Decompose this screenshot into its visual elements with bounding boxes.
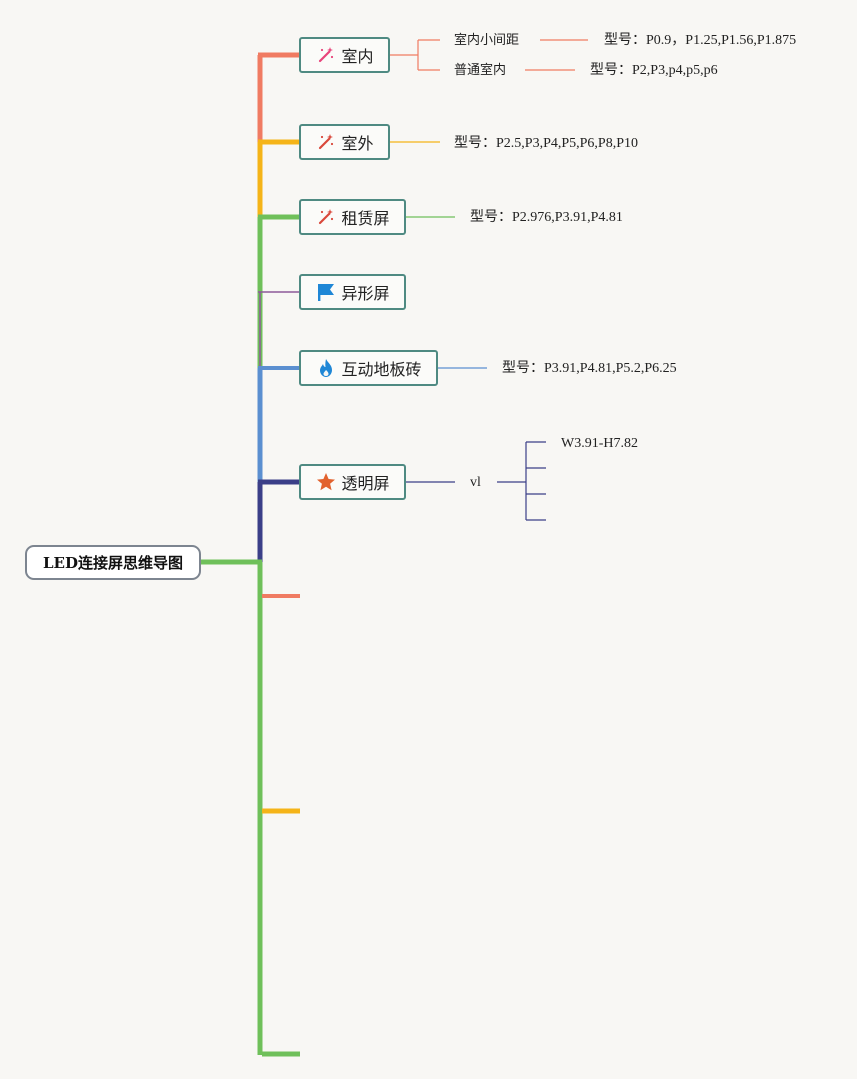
- branch-node-interactive-floor[interactable]: 互动地板砖: [299, 350, 438, 386]
- indoor-child-regular: 普通室内: [454, 63, 507, 78]
- root-label: LED连接屏思维导图: [43, 554, 183, 572]
- branch-node-outdoor[interactable]: 室外: [299, 124, 390, 160]
- indoor-regular-models: 型号：P2,P3,p4,p5,p6: [590, 63, 718, 78]
- transparent-item-1: W3.91-H7.82: [561, 436, 638, 451]
- branch-label-shaped: 异形屏: [341, 284, 390, 303]
- branch-label-outdoor: 室外: [341, 134, 374, 153]
- branch-label-indoor: 室内: [341, 47, 374, 66]
- magic-wand-icon: [315, 44, 337, 66]
- rental-models: 型号：P2.976,P3.91,P4.81: [470, 210, 623, 225]
- branch-node-indoor[interactable]: 室内: [299, 37, 390, 73]
- branch-node-shaped[interactable]: 异形屏: [299, 274, 406, 310]
- root-node[interactable]: LED连接屏思维导图: [25, 545, 201, 580]
- branch-node-transparent[interactable]: 透明屏: [299, 464, 406, 500]
- magic-wand-icon: [315, 131, 337, 153]
- interactive-floor-models: 型号：P3.91,P4.81,P5.2,P6.25: [502, 361, 677, 376]
- branch-label-transparent: 透明屏: [341, 474, 390, 493]
- indoor-child-fine-pitch: 室内小间距: [454, 33, 520, 48]
- transparent-child-label: vl: [470, 475, 481, 490]
- indoor-fine-pitch-models: 型号：P0.9，P1.25,P1.56,P1.875: [604, 33, 797, 48]
- magic-wand-icon: [315, 206, 337, 228]
- transparent-items-bracket: [497, 441, 546, 521]
- branch-label-rental: 租赁屏: [341, 209, 390, 228]
- branch-node-rental[interactable]: 租赁屏: [299, 199, 406, 235]
- indoor-children-bracket: [389, 39, 440, 71]
- flame-icon: [315, 357, 337, 379]
- outdoor-models: 型号：P2.5,P3,P4,P5,P6,P8,P10: [454, 136, 639, 151]
- branch-label-interactive-floor: 互动地板砖: [341, 360, 422, 379]
- star-icon: [315, 471, 337, 493]
- flag-icon: [315, 281, 337, 303]
